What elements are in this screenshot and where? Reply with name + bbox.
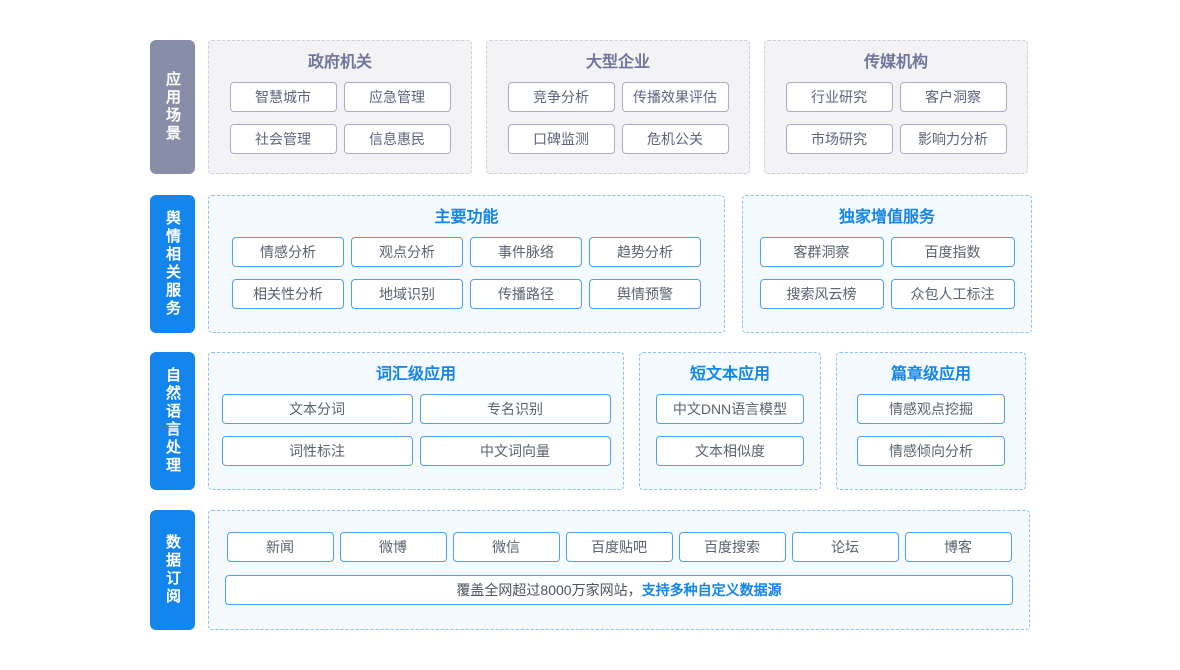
coverage-banner-text: 覆盖全网超过8000万家网站， [456,582,642,598]
feature-chip: 文本分词 [221,394,413,424]
row-data-subscription: 新闻微博微信百度贴吧百度搜索论坛博客 覆盖全网超过8000万家网站，支持多种自定… [208,510,1030,630]
layer-label-sentiment-services: 舆情相关服务 [150,195,195,333]
scenario-chip: 智慧城市 [229,82,337,112]
panel-title-value-added: 独家增值服务 [838,209,935,226]
chip-grid-value-added: 客群洞察百度指数搜索风云榜众包人工标注 [743,237,1031,309]
panel-title-document: 篇章级应用 [890,366,971,383]
coverage-banner: 覆盖全网超过8000万家网站，支持多种自定义数据源 [225,575,1013,605]
feature-chip: 专名识别 [419,394,611,424]
scenario-chip: 传播效果评估 [621,82,729,112]
chip-grid-media: 行业研究客户洞察市场研究影响力分析 [765,82,1027,154]
feature-chip: 众包人工标注 [890,279,1015,309]
feature-chip: 相关性分析 [232,279,344,309]
panel-government: 政府机关 智慧城市应急管理社会管理信息惠民 [208,40,472,174]
panel-lexical-apps: 词汇级应用 文本分词专名识别词性标注中文词向量 [208,352,624,490]
feature-chip: 地域识别 [351,279,463,309]
feature-chip: 中文DNN语言模型 [656,394,804,424]
scenario-chip: 社会管理 [229,124,337,154]
panel-title-lexical: 词汇级应用 [375,366,456,383]
coverage-banner-highlight: 支持多种自定义数据源 [641,582,782,598]
scenario-chip: 影响力分析 [899,124,1007,154]
panel-title-main-functions: 主要功能 [434,209,499,226]
layer-label-application-scenarios: 应用场景 [150,40,195,174]
panel-title-short-text: 短文本应用 [689,366,770,383]
data-source-chip: 百度贴吧 [565,532,673,562]
scenario-chip: 竞争分析 [507,82,615,112]
data-source-chip: 新闻 [226,532,334,562]
feature-chip: 趋势分析 [589,237,701,267]
chip-grid-main-functions: 情感分析观点分析事件脉络趋势分析相关性分析地域识别传播路径舆情预警 [209,237,724,309]
row-sentiment-services: 主要功能 情感分析观点分析事件脉络趋势分析相关性分析地域识别传播路径舆情预警 独… [208,195,1032,333]
feature-chip: 舆情预警 [589,279,701,309]
scenario-chip: 应急管理 [343,82,451,112]
panel-data-sources: 新闻微博微信百度贴吧百度搜索论坛博客 覆盖全网超过8000万家网站，支持多种自定… [208,510,1030,630]
feature-chip: 传播路径 [470,279,582,309]
feature-chip: 客群洞察 [759,237,884,267]
layer-label-nlp: 自然语言处理 [150,352,195,490]
chip-grid-government: 智慧城市应急管理社会管理信息惠民 [209,82,471,154]
panel-media: 传媒机构 行业研究客户洞察市场研究影响力分析 [764,40,1028,174]
chip-grid-enterprise: 竞争分析传播效果评估口碑监测危机公关 [487,82,749,154]
chip-grid-data-sources: 新闻微博微信百度贴吧百度搜索论坛博客 [226,532,1012,562]
panel-short-text-apps: 短文本应用 中文DNN语言模型文本相似度 [639,352,821,490]
data-source-chip: 微博 [339,532,447,562]
scenario-chip: 信息惠民 [343,124,451,154]
feature-chip: 情感倾向分析 [857,436,1005,466]
feature-chip: 事件脉络 [470,237,582,267]
feature-chip: 词性标注 [221,436,413,466]
scenario-chip: 口碑监测 [507,124,615,154]
chip-grid-document: 情感观点挖掘情感倾向分析 [837,394,1025,466]
feature-chip: 观点分析 [351,237,463,267]
panel-title-enterprise: 大型企业 [585,54,650,71]
panel-title-media: 传媒机构 [863,54,928,71]
data-source-chip: 百度搜索 [678,532,786,562]
feature-chip: 搜索风云榜 [759,279,884,309]
panel-main-functions: 主要功能 情感分析观点分析事件脉络趋势分析相关性分析地域识别传播路径舆情预警 [208,195,725,333]
panel-value-added-services: 独家增值服务 客群洞察百度指数搜索风云榜众包人工标注 [742,195,1032,333]
layer-label-data-subscription: 数据订阅 [150,510,195,630]
feature-chip: 情感观点挖掘 [857,394,1005,424]
panel-title-government: 政府机关 [307,54,372,71]
scenario-chip: 市场研究 [785,124,893,154]
scenario-chip: 危机公关 [621,124,729,154]
feature-chip: 中文词向量 [419,436,611,466]
data-source-chip: 博客 [904,532,1012,562]
data-source-chip: 论坛 [791,532,899,562]
feature-chip: 文本相似度 [656,436,804,466]
panel-enterprise: 大型企业 竞争分析传播效果评估口碑监测危机公关 [486,40,750,174]
chip-grid-lexical: 文本分词专名识别词性标注中文词向量 [209,394,623,466]
chip-grid-short-text: 中文DNN语言模型文本相似度 [640,394,820,466]
feature-chip: 百度指数 [890,237,1015,267]
panel-document-apps: 篇章级应用 情感观点挖掘情感倾向分析 [836,352,1026,490]
row-nlp: 词汇级应用 文本分词专名识别词性标注中文词向量 短文本应用 中文DNN语言模型文… [208,352,1026,490]
scenario-chip: 客户洞察 [899,82,1007,112]
data-source-chip: 微信 [452,532,560,562]
scenario-chip: 行业研究 [785,82,893,112]
feature-chip: 情感分析 [232,237,344,267]
row-application-scenarios: 政府机关 智慧城市应急管理社会管理信息惠民 大型企业 竞争分析传播效果评估口碑监… [208,40,1028,174]
